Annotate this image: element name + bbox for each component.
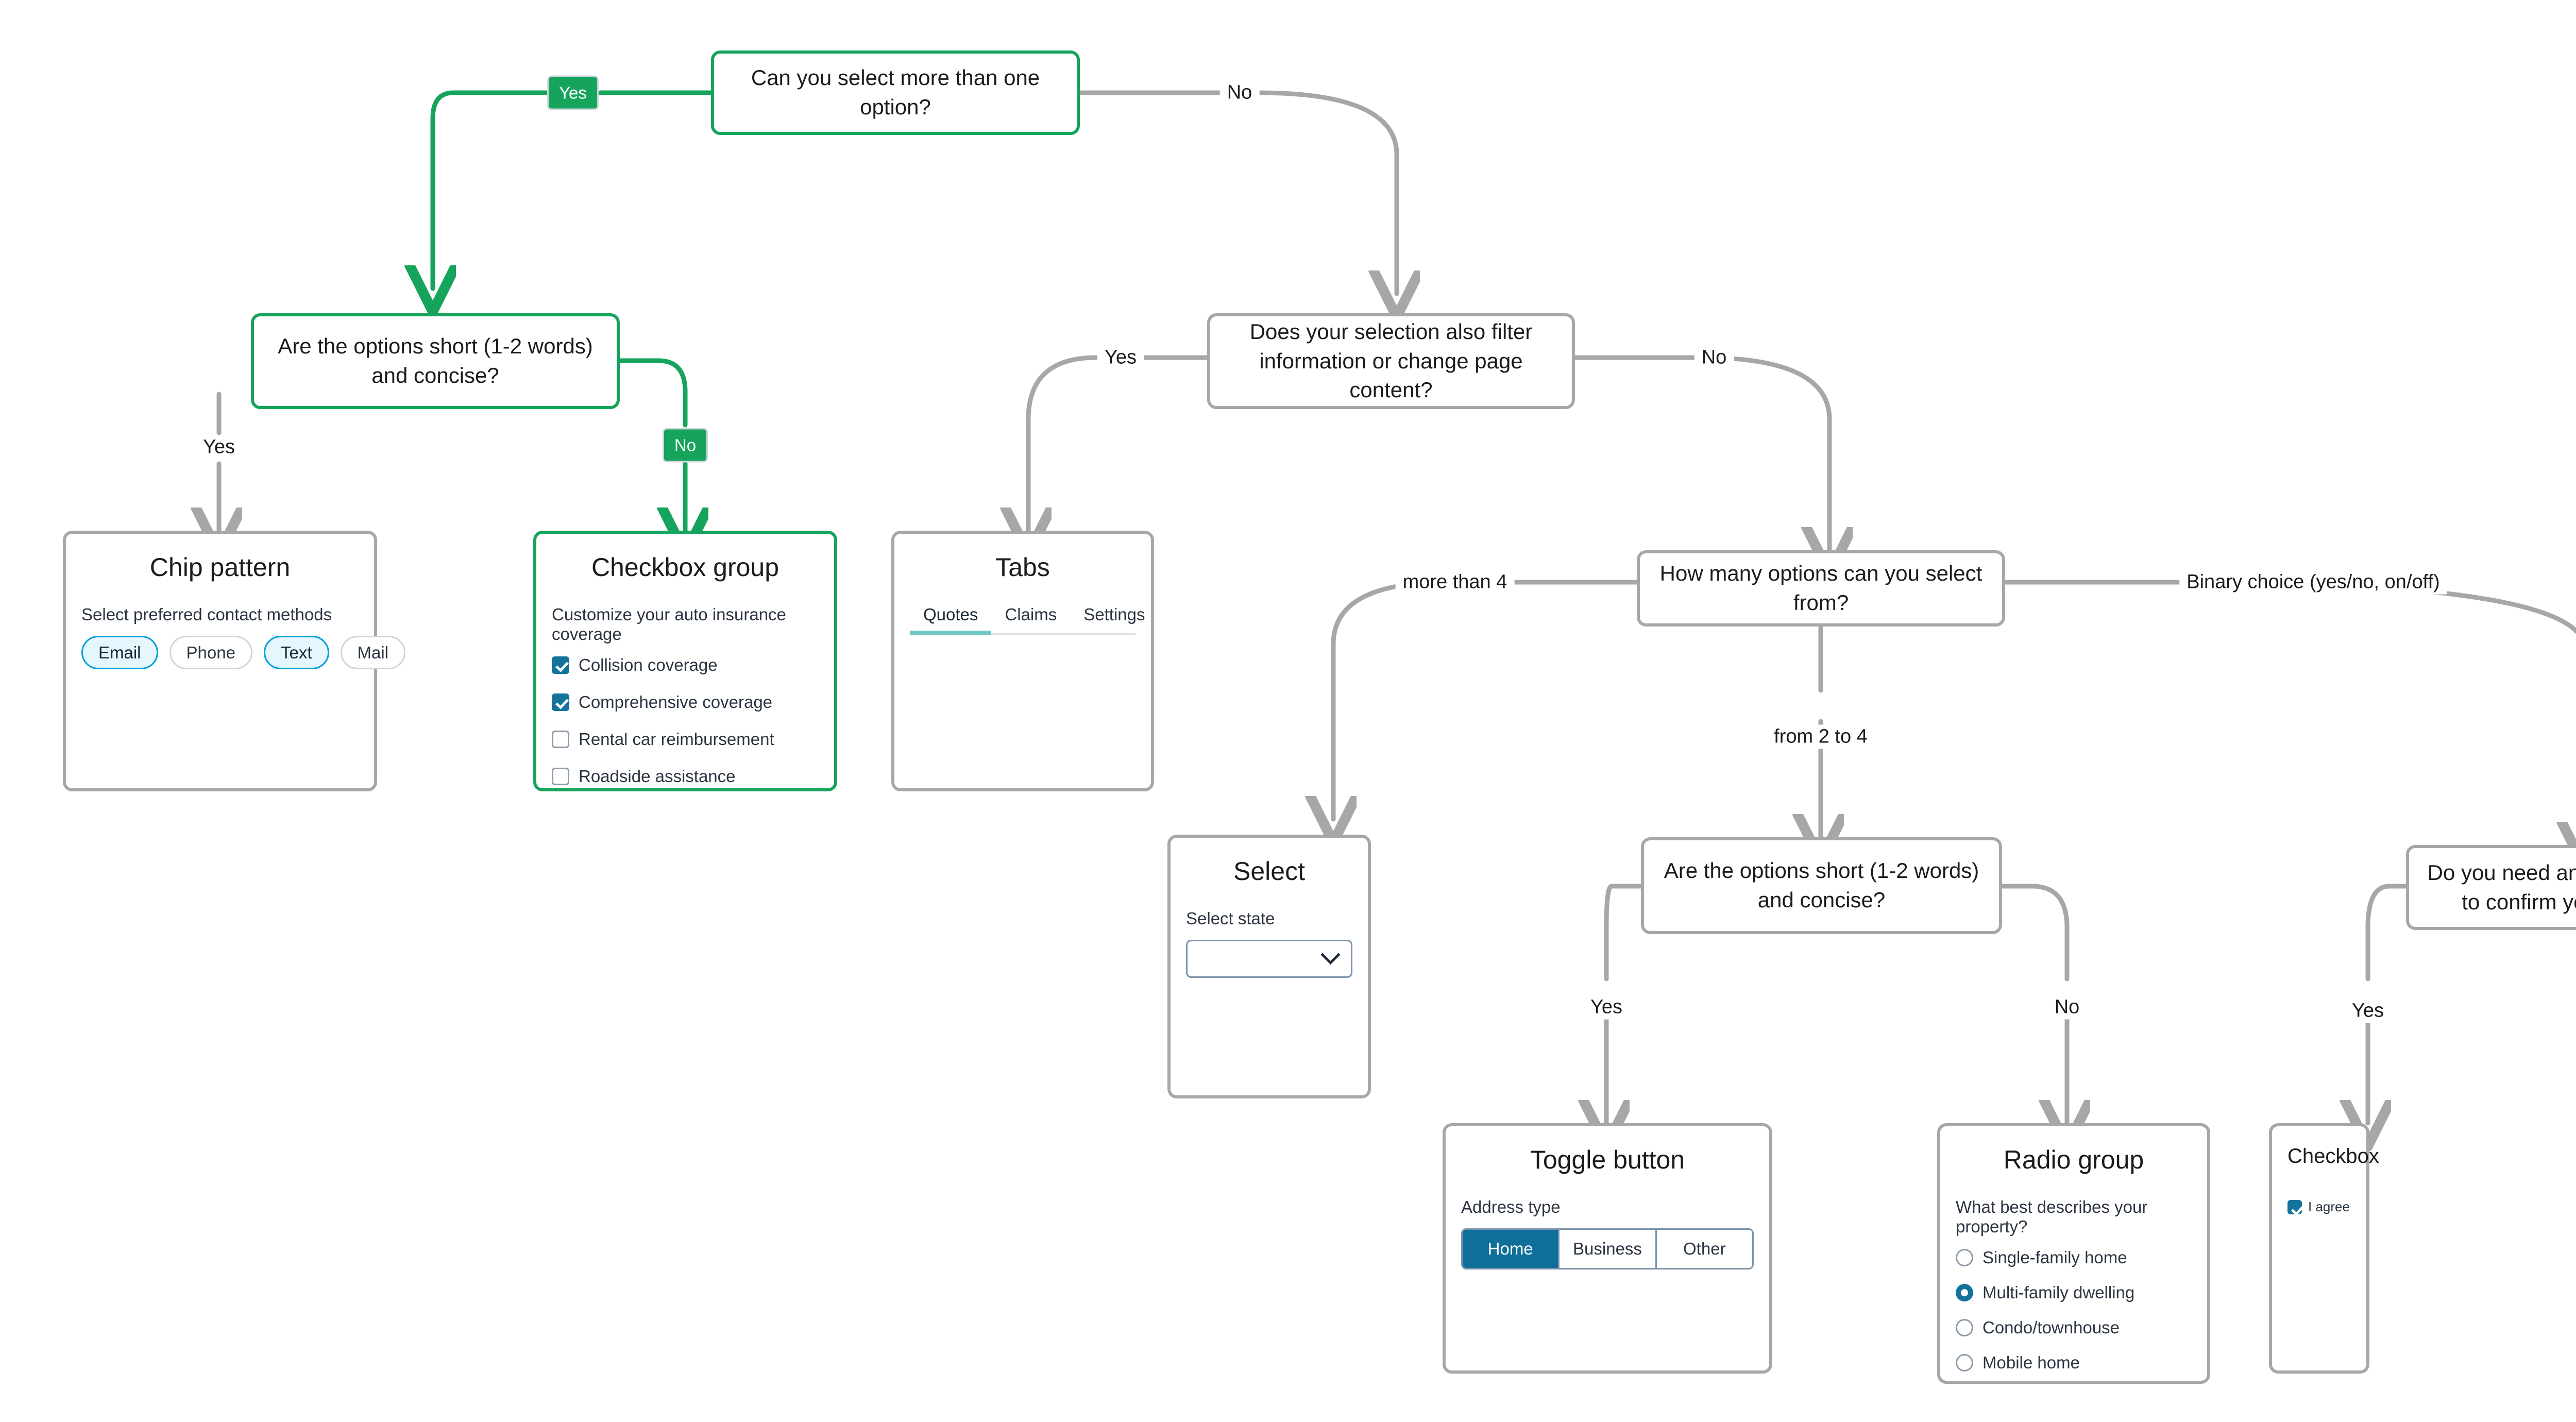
card-subtitle: What best describes your property? [1956,1197,2148,1236]
card-title: Select [1233,857,1305,886]
edge-label-yes-left: Yes [196,435,242,460]
checkbox-icon[interactable] [2287,1199,2302,1214]
radio-icon[interactable] [1956,1319,1973,1336]
checkbox-row-comprehensive[interactable]: Comprehensive coverage [552,692,819,712]
edge-label-yes-confirm: Yes [2345,998,2391,1023]
node-label: Are the options short (1-2 words) and co… [1664,858,1979,912]
checkbox-icon[interactable] [552,693,569,711]
node-options-short-left[interactable]: Are the options short (1-2 words) and co… [251,313,620,409]
chip-email[interactable]: Email [81,636,158,669]
card-select: Select Select state [1167,835,1371,1098]
checkbox-label: I agree [2308,1199,2350,1214]
node-label: How many options can you select from? [1659,561,1982,615]
chip-list: Email Phone Text Mail [81,636,406,669]
edge-label-yes-mid: Yes [1583,995,1630,1020]
node-label: Do you need an additional action to conf… [2427,860,2576,914]
tab-settings[interactable]: Settings [1083,605,1145,624]
radio-row-multi-family[interactable]: Multi-family dwelling [1956,1283,2192,1302]
card-title: Tabs [995,553,1050,582]
radio-row-mobile[interactable]: Mobile home [1956,1353,2192,1373]
node-label: Are the options short (1-2 words) and co… [278,334,593,387]
edge-label-no-mid: No [2047,995,2087,1020]
radio-label: Condo/townhouse [1982,1318,2120,1337]
node-filter-or-change-content[interactable]: Does your selection also filter informat… [1207,313,1575,409]
card-checkbox: Checkbox I agree [2269,1123,2379,1374]
radio-icon[interactable] [1956,1354,1973,1372]
tab-claims[interactable]: Claims [1005,605,1057,624]
card-toggle-button: Toggle button Address type Home Business… [1443,1123,1772,1374]
radio-icon[interactable] [1956,1249,1973,1266]
checkbox-icon[interactable] [552,731,569,748]
checkbox-row-i-agree[interactable]: I agree [2287,1199,2351,1215]
node-label: Can you select more than one option? [751,65,1040,119]
radio-label: Single-family home [1982,1248,2127,1267]
chip-text[interactable]: Text [263,636,329,669]
node-need-confirm-action[interactable]: Do you need an additional action to conf… [2406,845,2576,930]
toggle-label: Address type [1461,1197,1561,1216]
node-label: Does your selection also filter informat… [1249,319,1533,402]
tab-list: Quotes Claims Settings [910,605,1145,635]
chevron-down-icon [1320,944,1341,964]
edge-label-binary-choice: Binary choice (yes/no, on/off) [2179,570,2447,595]
edge-label-no-root: No [1219,80,1260,105]
checkbox-label: Rental car reimbursement [579,730,774,749]
checkbox-label: Collision coverage [579,655,718,674]
edge-label-yes-root: Yes [547,75,599,110]
toggle-option-business[interactable]: Business [1560,1230,1657,1268]
card-title: Checkbox [2287,1145,2379,1167]
edge-label-from-2-to-4: from 2 to 4 [1767,724,1875,749]
checkbox-icon[interactable] [552,656,569,674]
toggle-button-group: Home Business Other [1461,1228,1754,1269]
radio-row-condo[interactable]: Condo/townhouse [1956,1318,2192,1338]
toggle-option-home[interactable]: Home [1463,1230,1560,1268]
checkbox-label: Roadside assistance [579,767,736,786]
chip-mail[interactable]: Mail [340,636,406,669]
toggle-option-other[interactable]: Other [1656,1230,1752,1268]
card-subtitle: Select preferred contact methods [81,605,332,624]
edge-label-yes-filter: Yes [1097,345,1144,370]
radio-label: Multi-family dwelling [1982,1283,2135,1302]
card-tabs: Tabs Quotes Claims Settings [891,531,1154,791]
card-title: Radio group [2003,1145,2144,1174]
checkbox-row-rental[interactable]: Rental car reimbursement [552,730,819,749]
checkbox-row-roadside[interactable]: Roadside assistance [552,767,819,786]
node-options-short-mid[interactable]: Are the options short (1-2 words) and co… [1641,837,2002,934]
edge-label-more-than-4: more than 4 [1395,570,1515,595]
checkbox-icon[interactable] [552,768,569,785]
card-title: Toggle button [1530,1145,1685,1174]
card-title: Checkbox group [591,553,779,582]
chip-phone[interactable]: Phone [169,636,252,669]
select-input[interactable] [1186,940,1352,978]
card-title: Chip pattern [149,553,291,582]
tab-quotes[interactable]: Quotes [910,605,992,635]
card-radio-group: Radio group What best describes your pro… [1937,1123,2210,1384]
radio-label: Mobile home [1982,1353,2080,1372]
card-checkbox-group: Checkbox group Customize your auto insur… [533,531,837,791]
node-can-select-more-than-one[interactable]: Can you select more than one option? [711,50,1080,135]
card-chip-pattern: Chip pattern Select preferred contact me… [63,531,406,791]
edge-label-no-filter: No [1694,345,1734,370]
card-subtitle: Customize your auto insurance coverage [552,605,786,644]
radio-row-single-family[interactable]: Single-family home [1956,1248,2192,1267]
checkbox-label: Comprehensive coverage [579,692,773,712]
checkbox-row-collision[interactable]: Collision coverage [552,655,819,675]
edge-label-no-left: No [662,428,708,463]
node-how-many-options[interactable]: How many options can you select from? [1637,550,2005,627]
radio-icon[interactable] [1956,1284,1973,1301]
select-label: Select state [1186,909,1275,928]
